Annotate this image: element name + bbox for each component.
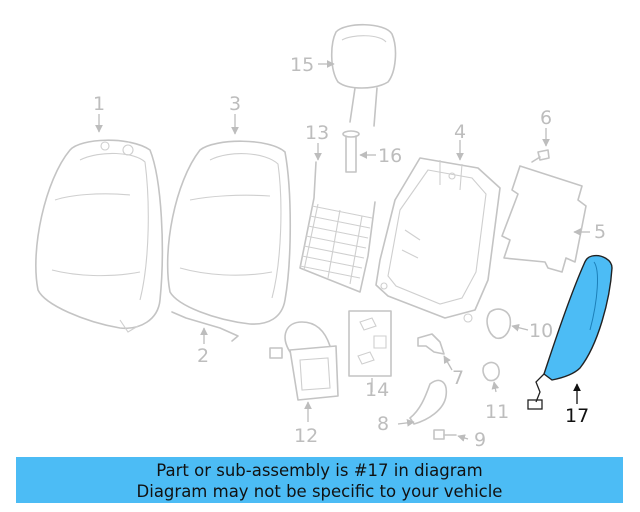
side-trim-17-highlighted (527, 254, 613, 410)
lumbar-actuator (269, 321, 339, 401)
spring-mat (299, 161, 376, 293)
info-banner: Part or sub-assembly is #17 in diagram D… (16, 457, 623, 503)
cover-10 (486, 308, 512, 340)
callout-13: 13 (305, 122, 329, 144)
callout-12: 12 (294, 425, 318, 447)
callout-4: 4 (454, 121, 466, 143)
callout-3: 3 (229, 93, 241, 115)
seat-back-cushion (35, 139, 164, 333)
bracket-7 (417, 333, 445, 355)
banner-line-1: Part or sub-assembly is #17 in diagram (156, 461, 483, 480)
clip-set (348, 310, 392, 377)
back-panel (501, 165, 587, 273)
seat-back-wire (171, 311, 239, 342)
callout-10: 10 (529, 320, 553, 342)
callout-14: 14 (365, 379, 389, 401)
headrest (330, 23, 397, 127)
callout-17: 17 (565, 405, 589, 427)
callout-15: 15 (290, 54, 314, 76)
callout-8: 8 (377, 413, 389, 435)
callout-9: 9 (474, 429, 486, 450)
callout-1: 1 (93, 93, 105, 115)
seat-back-cover (166, 140, 292, 325)
banner-line-2: Diagram may not be specific to your vehi… (136, 482, 503, 501)
callout-16: 16 (378, 145, 402, 167)
parts-diagram: 1 2 3 4 5 6 7 8 9 10 11 12 13 14 15 16 1… (35, 23, 613, 450)
screw-9 (433, 429, 457, 440)
callout-7: 7 (452, 367, 464, 389)
callout-2: 2 (197, 345, 209, 367)
callout-11: 11 (485, 401, 509, 423)
clip-11 (482, 361, 500, 382)
trim-8 (409, 379, 448, 425)
seat-back-frame (375, 157, 501, 323)
callout-6: 6 (540, 107, 552, 129)
bolt-6 (531, 149, 550, 163)
callout-5: 5 (594, 221, 606, 243)
headrest-guide (342, 130, 360, 173)
